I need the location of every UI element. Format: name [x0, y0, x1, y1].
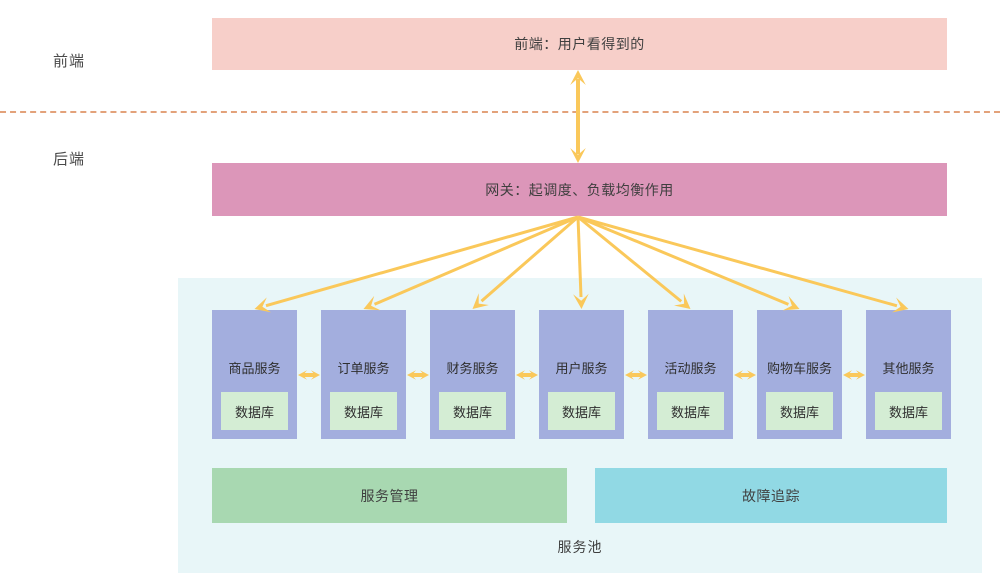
- frontend-banner-label: 前端：用户看得到的: [514, 36, 645, 52]
- service-name-label: 商品服务: [228, 361, 281, 376]
- service-management-label: 服务管理: [360, 487, 419, 504]
- gateway-banner-label: 网关：起调度、负载均衡作用: [485, 181, 674, 198]
- frontend-backend-divider: [0, 111, 1000, 113]
- service-database-box: 数据库: [766, 392, 833, 430]
- service-name-label: 活动服务: [664, 361, 717, 376]
- service-database-box: 数据库: [439, 392, 506, 430]
- service-box[interactable]: 商品服务数据库: [212, 310, 297, 439]
- service-database-box: 数据库: [330, 392, 397, 430]
- service-pool-label: 服务池: [557, 539, 603, 555]
- service-name-label: 购物车服务: [766, 361, 832, 376]
- fault-tracking-label: 故障追踪: [742, 487, 800, 504]
- service-database-box: 数据库: [875, 392, 942, 430]
- service-box[interactable]: 活动服务数据库: [648, 310, 733, 439]
- service-name-label: 用户服务: [555, 361, 608, 376]
- service-management-bar: 服务管理: [212, 468, 567, 523]
- service-box[interactable]: 其他服务数据库: [866, 310, 951, 439]
- service-name-label: 财务服务: [446, 361, 499, 376]
- fault-tracking-bar: 故障追踪: [595, 468, 947, 523]
- service-database-box: 数据库: [657, 392, 724, 430]
- service-box[interactable]: 财务服务数据库: [430, 310, 515, 439]
- layer-label-backend: 后端: [53, 151, 86, 168]
- layer-label-frontend: 前端: [53, 53, 86, 70]
- service-box[interactable]: 购物车服务数据库: [757, 310, 842, 439]
- service-name-label: 订单服务: [337, 361, 390, 376]
- service-name-label: 其他服务: [882, 361, 935, 376]
- gateway-banner: 网关：起调度、负载均衡作用: [212, 163, 947, 216]
- frontend-banner: 前端：用户看得到的: [212, 18, 947, 70]
- service-box[interactable]: 订单服务数据库: [321, 310, 406, 439]
- service-database-box: 数据库: [221, 392, 288, 430]
- service-database-box: 数据库: [548, 392, 615, 430]
- service-box[interactable]: 用户服务数据库: [539, 310, 624, 439]
